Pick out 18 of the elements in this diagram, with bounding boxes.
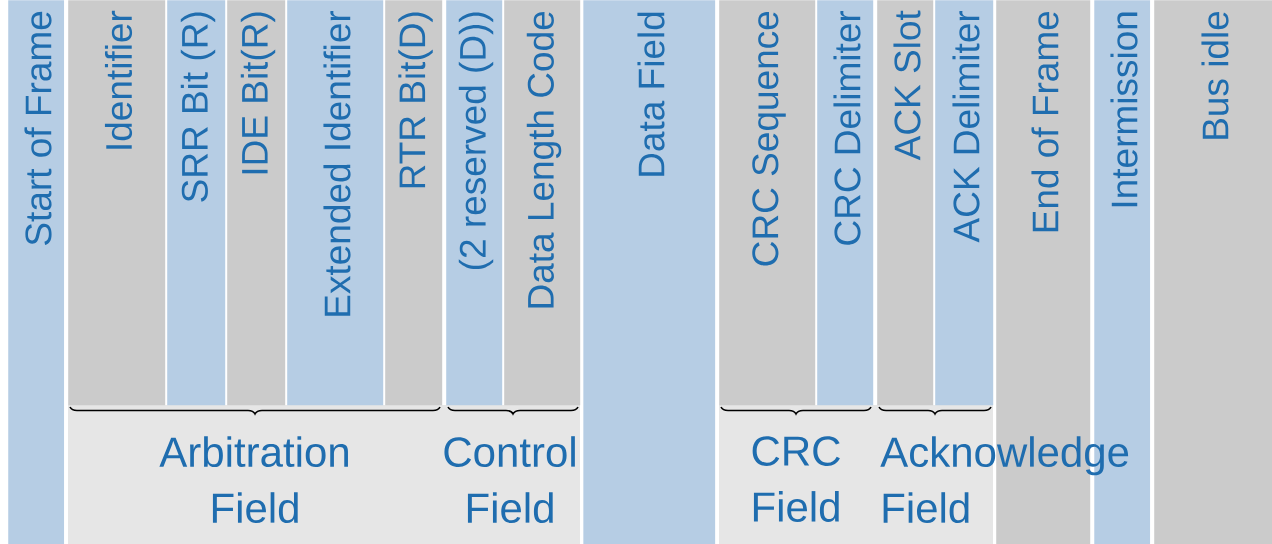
group-label: Control Field [444, 436, 575, 524]
group-label: Arbitration Field [159, 436, 348, 524]
field-column: (2 reserved (D)) [446, 0, 503, 406]
group-label: Acknowledge Field [880, 436, 1129, 524]
field-column: Extended Identifier [287, 0, 384, 406]
field-column: Identifier [68, 0, 166, 406]
field-column: Start of Frame [8, 0, 65, 544]
field-column: Data Field [583, 0, 716, 544]
field-column: ACK Slot [877, 0, 934, 406]
field-column: Bus idle [1154, 0, 1272, 544]
field-column: CRC Delimiter [817, 0, 874, 406]
field-column: RTR Bit(D) [385, 0, 443, 406]
field-column: IDE Bit(R) [227, 0, 286, 406]
group-label: CRC Field [752, 436, 840, 522]
field-column: SRR Bit (R) [167, 0, 226, 406]
field-column: CRC Sequence [719, 0, 816, 406]
field-column: Data Length Code [504, 0, 581, 406]
field-column: ACK Delimiter [935, 0, 994, 406]
